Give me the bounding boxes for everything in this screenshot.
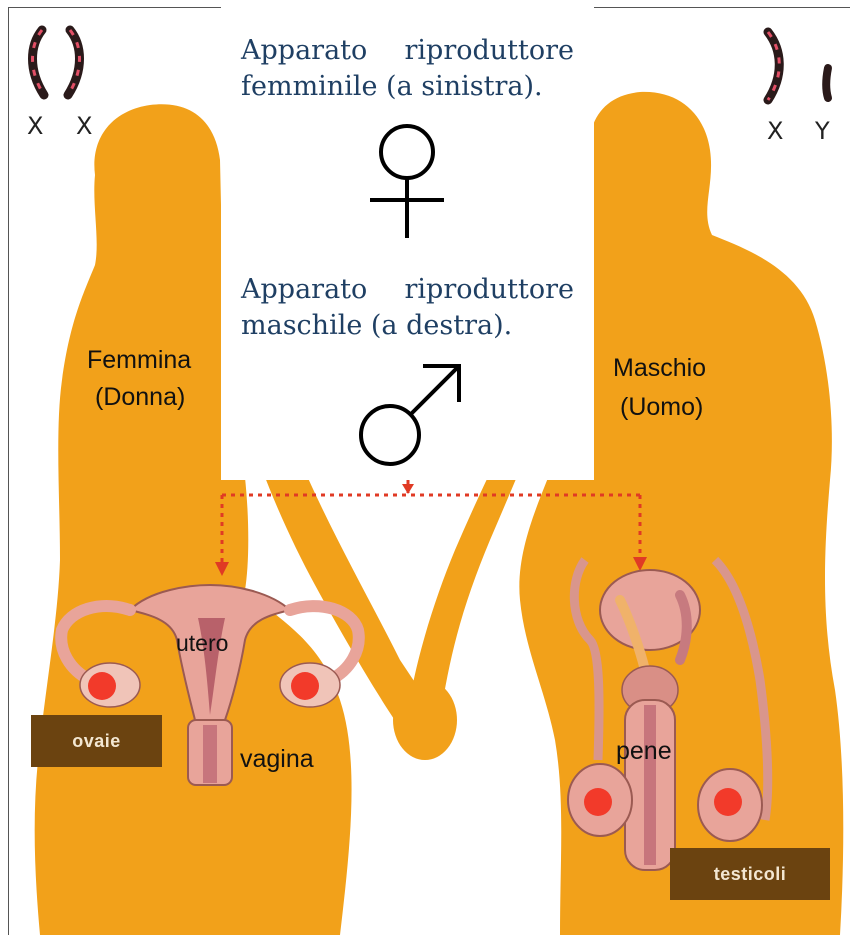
- female-caption-line-2: femminile (a sinistra).: [241, 69, 574, 105]
- female-caption-line-1: Apparato riproduttore: [241, 33, 574, 69]
- chromosome-letter-male-1: X: [767, 117, 783, 145]
- utero-label: utero: [176, 630, 228, 657]
- male-caption-line-2: maschile (a destra).: [241, 308, 574, 344]
- ovary-dot-left: [88, 672, 116, 700]
- male-label-line-1: Maschio: [613, 354, 706, 383]
- ovary-dot-right: [291, 672, 319, 700]
- chromosome-y-right: [826, 68, 828, 98]
- frame-left-line: [8, 7, 9, 935]
- testicoli-tag: testicoli: [670, 848, 830, 900]
- testicle-dot-left: [584, 788, 612, 816]
- vagina-label: vagina: [240, 745, 314, 774]
- pene-label: pene: [616, 737, 672, 766]
- clasped-hands: [393, 680, 457, 760]
- ovaie-tag: ovaie: [31, 715, 162, 767]
- chromosome-letter-female-2: X: [76, 112, 92, 140]
- chromosome-letter-female-1: X: [27, 112, 43, 140]
- chromosome-letter-male-2: Y: [815, 117, 830, 145]
- arrow-center: [402, 484, 414, 494]
- female-label-line-2: (Donna): [95, 383, 185, 412]
- male-caption-line-1: Apparato riproduttore: [241, 272, 574, 308]
- male-label-line-2: (Uomo): [620, 393, 703, 422]
- testicle-dot-right: [714, 788, 742, 816]
- female-label-line-1: Femmina: [87, 346, 191, 375]
- female-symbol-icon: [367, 120, 447, 240]
- male-symbol-icon: [355, 360, 465, 470]
